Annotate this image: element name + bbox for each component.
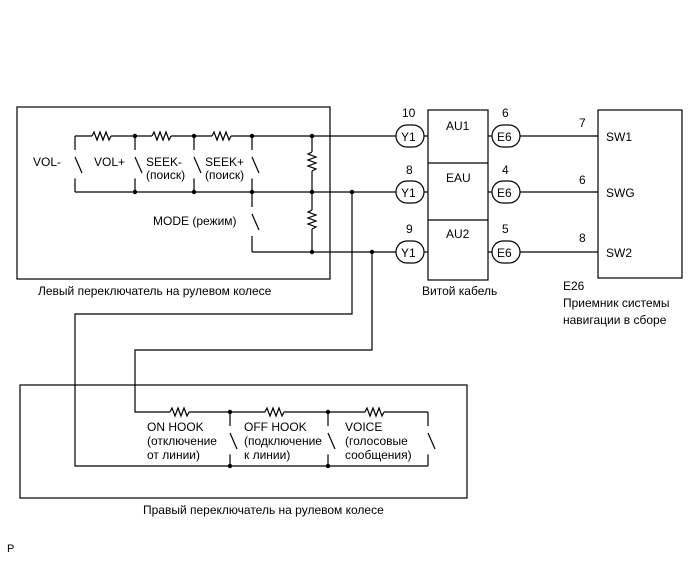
label-voice: VOICE — [345, 420, 382, 434]
e6-label-3: E6 — [497, 246, 512, 260]
receiver-box — [597, 109, 683, 279]
right-switch-caption: Правый переключатель на рулевом колесе — [143, 503, 384, 517]
pin-y1-8: 8 — [406, 163, 413, 177]
switch-on-hook — [229, 432, 238, 450]
receiver-code: E26 — [563, 279, 585, 293]
receiver-pin-6: 6 — [579, 173, 586, 187]
cable-label-au2: AU2 — [446, 227, 470, 241]
label-on-hook: ON HOOK — [147, 420, 204, 434]
e6-label-2: E6 — [497, 186, 512, 200]
e6-label-1: E6 — [497, 130, 512, 144]
y1-label-3: Y1 — [401, 246, 416, 260]
receiver-caption-2: навигации в сборе — [563, 313, 667, 327]
left-steering-switch: VOL- VOL+ SEEK- (поиск) SEEK+ (поиск) MO… — [16, 106, 400, 280]
switch-seek-plus — [251, 156, 260, 174]
switch-vol-plus — [134, 156, 143, 174]
cable-label-eau: EAU — [446, 171, 471, 185]
y1-label-2: Y1 — [401, 186, 416, 200]
switch-mode — [251, 213, 260, 231]
resistor-r3 — [211, 130, 232, 142]
label-mode: MODE (режим) — [153, 214, 237, 228]
switch-seek-minus — [193, 156, 202, 174]
pin-e6-6: 6 — [502, 106, 509, 120]
resistor-r1 — [91, 130, 112, 142]
label-voice-ru-1: (голосовые — [345, 434, 408, 448]
label-seek-plus-ru: (поиск) — [205, 168, 244, 182]
label-vol-minus: VOL- — [33, 155, 61, 169]
resistor-r6 — [169, 406, 190, 418]
switch-voice — [427, 432, 436, 450]
spiral-cable: Y1 Y1 Y1 E6 E6 E6 AU1 EAU AU2 10 8 9 6 4… — [395, 106, 521, 281]
label-vol-plus: VOL+ — [94, 155, 125, 169]
resistor-r2 — [151, 130, 172, 142]
resistor-r5 — [306, 209, 318, 230]
label-voice-ru-2: сообщения) — [345, 448, 412, 462]
wire-eau-to-right-switch — [74, 192, 353, 467]
label-on-hook-ru-1: (отключение — [147, 434, 217, 448]
pin-y1-9: 9 — [406, 222, 413, 236]
pin-y1-10: 10 — [402, 106, 416, 120]
label-off-hook-ru-1: (подключение — [244, 434, 322, 448]
navigation-receiver: 7 6 8 SW1 SWG SW2 — [579, 109, 683, 279]
label-on-hook-ru-2: от линии) — [147, 448, 200, 462]
resistor-r8 — [364, 406, 385, 418]
receiver-pin-8: 8 — [579, 231, 586, 245]
spiral-cable-box — [427, 109, 489, 281]
receiver-swg: SWG — [606, 186, 635, 200]
left-switch-caption: Левый переключатель на рулевом колесе — [38, 284, 272, 298]
pin-e6-4: 4 — [502, 163, 509, 177]
left-switch-box — [16, 106, 331, 280]
y1-label-1: Y1 — [401, 130, 416, 144]
receiver-caption-1: Приемник системы — [563, 296, 669, 310]
corner-mark: P — [7, 543, 14, 555]
resistor-r7 — [264, 406, 285, 418]
receiver-sw2: SW2 — [606, 246, 632, 260]
switch-vol-minus — [74, 156, 83, 174]
label-seek-plus: SEEK+ — [205, 155, 244, 169]
label-seek-minus-ru: (поиск) — [146, 168, 185, 182]
label-seek-minus: SEEK- — [146, 155, 182, 169]
wire-au2-to-right-switch — [134, 252, 373, 413]
pin-e6-5: 5 — [502, 222, 509, 236]
label-off-hook: OFF HOOK — [244, 420, 307, 434]
switch-off-hook — [327, 432, 336, 450]
right-steering-switch: ON HOOK (отключение от линии) OFF HOOK (… — [19, 384, 468, 499]
label-off-hook-ru-2: к линии) — [244, 448, 290, 462]
right-switch-box — [19, 384, 468, 499]
resistor-r4 — [306, 151, 318, 172]
receiver-pin-7: 7 — [579, 116, 586, 130]
spiral-cable-caption: Витой кабель — [422, 284, 497, 298]
receiver-sw1: SW1 — [606, 130, 632, 144]
cable-label-au1: AU1 — [446, 119, 470, 133]
